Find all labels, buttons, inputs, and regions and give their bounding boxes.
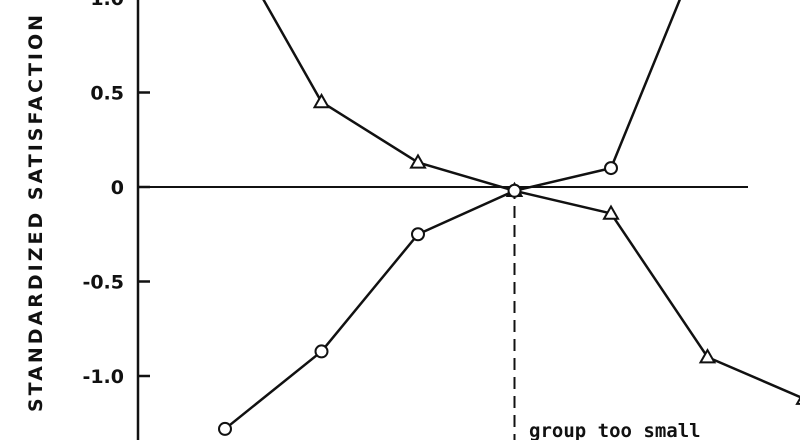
series-layer <box>218 0 800 436</box>
point-circle-0 <box>218 421 232 436</box>
point-triangle-4 <box>602 204 620 220</box>
point-triangle-2 <box>409 153 427 169</box>
point-triangle-1 <box>312 92 331 109</box>
y-axis-label: STANDARDIZED SATISFACTION <box>25 12 47 412</box>
point-circle-3 <box>507 183 522 198</box>
axis-layer <box>136 0 748 440</box>
y-tick-label-1: 0.5 <box>90 83 124 105</box>
point-circle-1 <box>314 344 329 359</box>
y-tick-label-0: 1.0 <box>90 0 124 10</box>
point-triangle-6 <box>795 396 800 405</box>
y-tick-label-2: 0 <box>111 177 124 199</box>
point-circle-2 <box>411 227 425 242</box>
y-tick-label-4: -1.0 <box>82 366 124 388</box>
annotation-group-too-small: group too small <box>529 420 701 440</box>
series-line-triangle <box>262 0 800 399</box>
y-tick-label-3: -0.5 <box>82 272 124 294</box>
point-circle-4 <box>604 161 618 176</box>
y-ticks: 1.0 0.5 0 -0.5 -1.0 <box>82 0 150 388</box>
point-triangle-5 <box>698 348 717 364</box>
series-line-circle <box>224 0 682 430</box>
